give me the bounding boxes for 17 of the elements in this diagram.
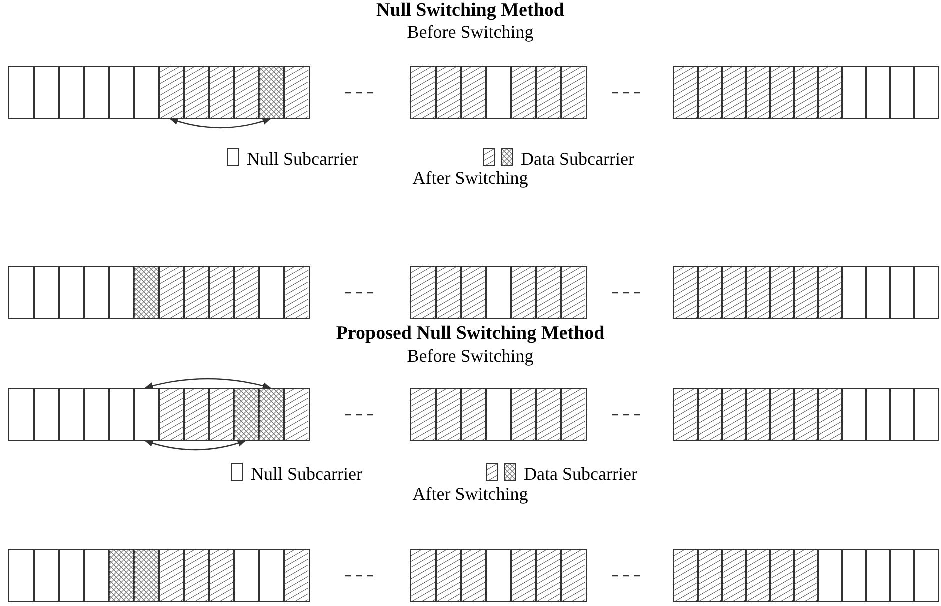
swap-arrow	[144, 378, 272, 390]
section-heading: Proposed Null Switching Method	[336, 323, 605, 345]
legend-label: Null Subcarrier	[247, 148, 358, 170]
swap-arrow	[144, 440, 246, 451]
section-label: After Switching	[412, 483, 528, 505]
swap-arrow	[170, 118, 272, 129]
section-label: After Switching	[412, 167, 528, 189]
legend-label: Data Subcarrier	[521, 148, 634, 170]
subcarrier-cell	[258, 66, 284, 119]
subcarrier-cell	[158, 66, 184, 119]
section-label: Before Switching	[407, 345, 534, 367]
legend-label: Null Subcarrier	[251, 463, 362, 485]
section-label: Before Switching	[407, 21, 534, 43]
subcarrier-cell	[233, 388, 260, 441]
subcarrier-cell	[258, 388, 284, 441]
diagram-title: Null Switching Method	[376, 0, 564, 22]
legend-label: Data Subcarrier	[524, 463, 638, 485]
